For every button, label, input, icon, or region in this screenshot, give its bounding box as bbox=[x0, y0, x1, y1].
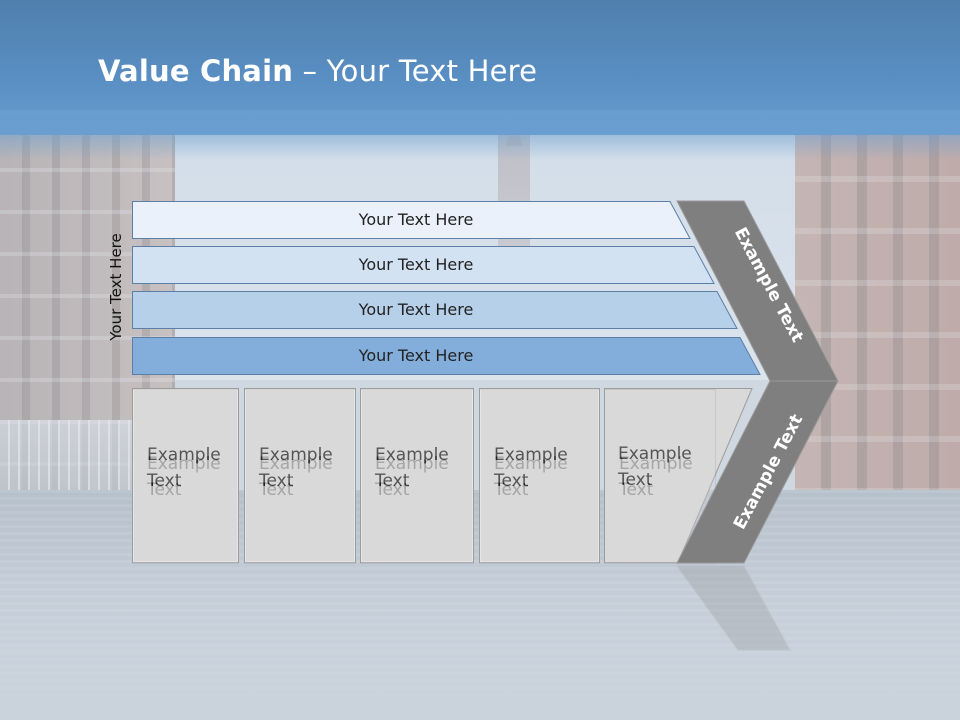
activity-4-line1: Example bbox=[494, 445, 568, 465]
activity-1-line2: Text bbox=[147, 471, 182, 491]
slide-title: Value Chain – Your Text Here bbox=[98, 54, 537, 88]
reflection-fade bbox=[0, 564, 960, 720]
title-rest: – Your Text Here bbox=[293, 54, 538, 88]
activity-3-line1: Example bbox=[375, 445, 449, 465]
activity-3-line2: Text bbox=[375, 471, 410, 491]
activity-2-line2: Text bbox=[259, 471, 294, 491]
support-row-1-label: Your Text Here bbox=[358, 210, 474, 229]
activity-5-line2: Text bbox=[618, 470, 653, 490]
support-row-2-label: Your Text Here bbox=[358, 255, 474, 274]
support-activities-label: Your Text Here bbox=[107, 233, 125, 341]
support-row-4-label: Your Text Here bbox=[358, 346, 474, 365]
activity-1-line1: Example bbox=[147, 445, 221, 465]
activity-2-line1: Example bbox=[259, 445, 333, 465]
support-row-3-label: Your Text Here bbox=[358, 300, 474, 319]
activity-4-line2: Text bbox=[494, 471, 529, 491]
header-fade bbox=[0, 110, 960, 160]
bridge bbox=[0, 420, 135, 490]
activity-5-line1: Example bbox=[618, 444, 692, 464]
title-bold: Value Chain bbox=[98, 54, 294, 88]
